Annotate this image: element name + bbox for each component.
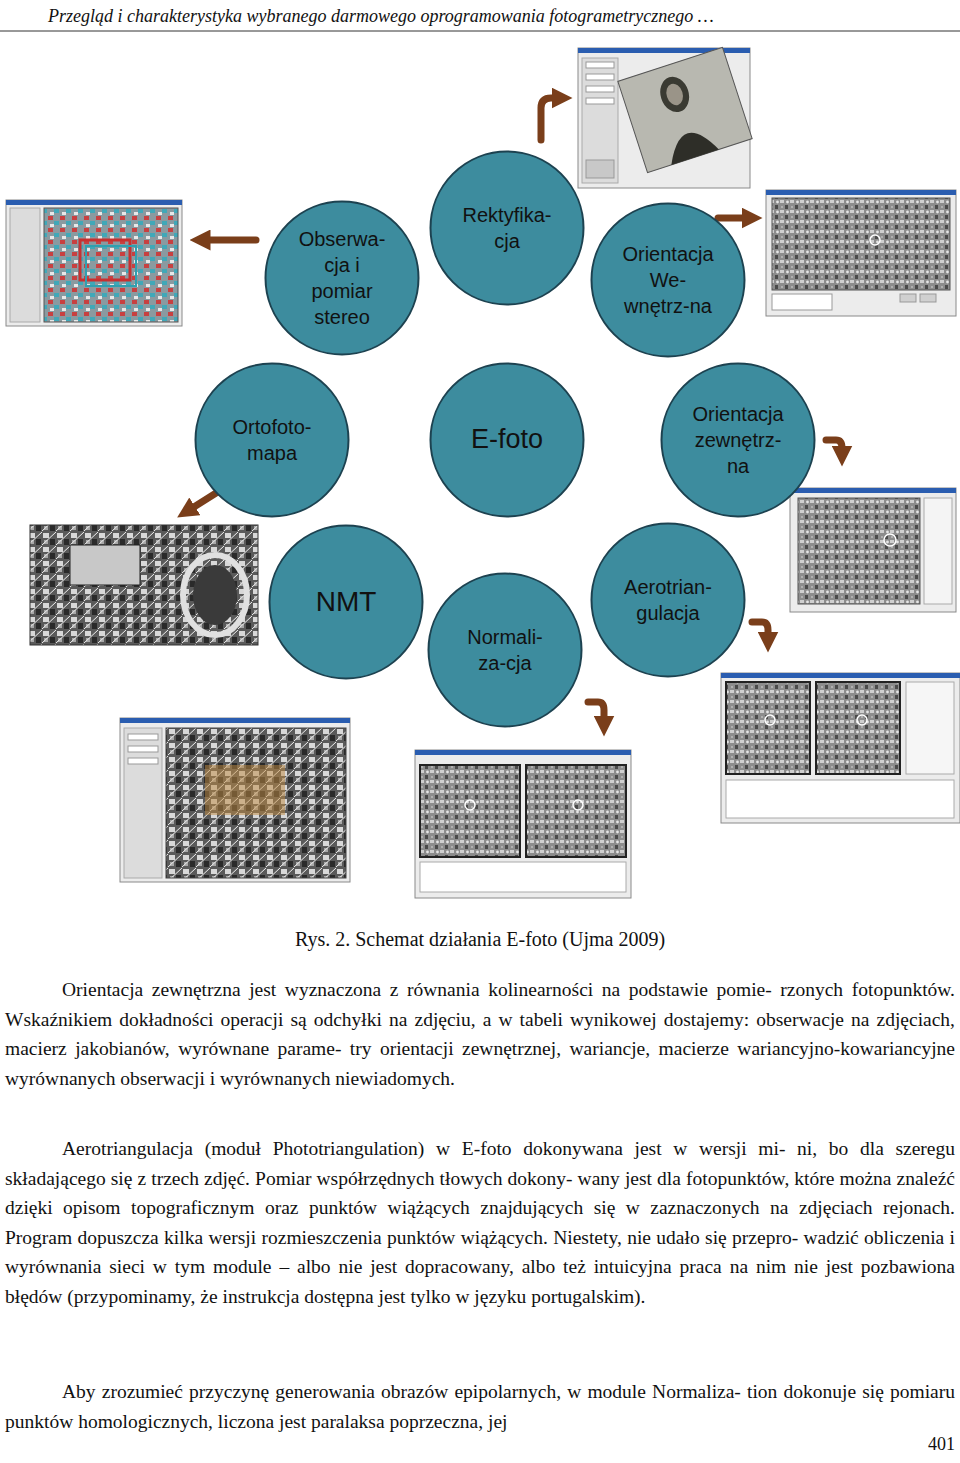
module-circle: Orientacja zewnętrz- na <box>660 362 816 518</box>
module-label: NMT <box>296 584 396 620</box>
running-header: Przegląd i charakterystyka wybranego dar… <box>48 2 948 32</box>
circle-outline <box>590 522 746 678</box>
module-circle: Rektyfika- cja <box>429 150 585 306</box>
module-label: Ortofoto- mapa <box>222 414 322 466</box>
figure-caption: Rys. 2. Schemat działania E-foto (Ujma 2… <box>0 928 960 951</box>
module-circle: NMT <box>268 524 424 680</box>
module-circle: Orientacja We- wnętrz-na <box>590 202 746 358</box>
body-paragraph: Orientacja zewnętrzna jest wyznaczona z … <box>5 975 955 1093</box>
circle-outline <box>264 200 420 356</box>
module-label: E-foto <box>452 422 562 457</box>
circle-outline <box>427 572 583 728</box>
body-paragraph: Aerotriangulacja (moduł Phototriangulati… <box>5 1134 955 1311</box>
module-label: Orientacja zewnętrz- na <box>688 401 788 479</box>
module-circle: E-foto <box>429 362 585 518</box>
module-circle: Ortofoto- mapa <box>194 362 350 518</box>
module-label: Obserwa- cja i pomiar stereo <box>296 226 388 330</box>
module-label: Aerotrian- gulacja <box>614 574 722 626</box>
circle-outline <box>194 362 350 518</box>
module-circle: Aerotrian- gulacja <box>590 522 746 678</box>
circle-outline <box>429 150 585 306</box>
module-label: Orientacja We- wnętrz-na <box>618 241 718 319</box>
body-paragraph: Aby zrozumieć przyczynę generowania obra… <box>5 1377 955 1436</box>
module-circle: Obserwa- cja i pomiar stereo <box>264 200 420 356</box>
module-label: Normali- za-cja <box>459 624 551 676</box>
module-circle: Normali- za-cja <box>427 572 583 728</box>
module-label: Rektyfika- cja <box>457 202 557 254</box>
page-number: 401 <box>880 1430 955 1460</box>
